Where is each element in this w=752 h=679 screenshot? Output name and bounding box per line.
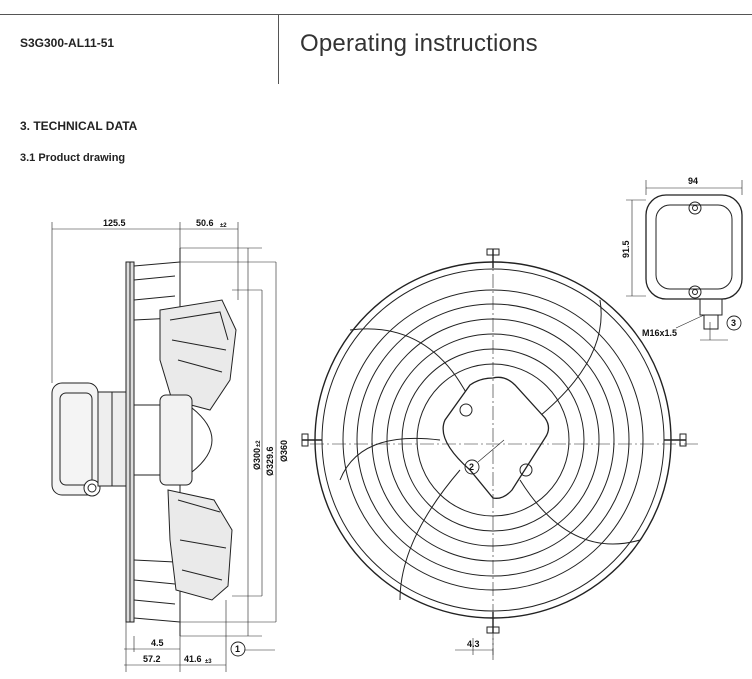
side-view bbox=[51, 248, 237, 636]
dim-depth-front: 50.6 bbox=[196, 218, 214, 228]
terminal-box-view bbox=[645, 194, 743, 330]
dim-box-width: 94 bbox=[688, 176, 698, 186]
dimension-lines bbox=[51, 180, 743, 672]
dim-front-bottom-tol: ±3 bbox=[205, 659, 212, 665]
dim-depth-front-tol: ±2 bbox=[220, 223, 227, 229]
header-rule bbox=[0, 14, 752, 15]
dim-dia-inner-tol: ±2 bbox=[256, 440, 262, 447]
dim-gland: M16x1.5 bbox=[642, 328, 677, 338]
dim-flange: 4.5 bbox=[151, 638, 164, 648]
callout-3: 3 bbox=[731, 318, 736, 328]
dim-front-offset: 4.3 bbox=[467, 639, 480, 649]
dim-dia-outer: Ø360 bbox=[279, 440, 289, 462]
subsection-heading: 3.1 Product drawing bbox=[20, 152, 126, 164]
dim-rear: 57.2 bbox=[143, 654, 161, 664]
dim-dia-mid: Ø329.6 bbox=[265, 446, 275, 476]
section-heading: 3. TECHNICAL DATA bbox=[20, 119, 138, 133]
dim-box-height: 91.5 bbox=[621, 240, 631, 258]
document-title: Operating instructions bbox=[300, 30, 538, 57]
callout-2: 2 bbox=[469, 462, 474, 472]
model-number: S3G300-AL11-51 bbox=[20, 36, 115, 50]
dim-dia-inner: Ø300 bbox=[252, 448, 262, 470]
dim-depth-total: 125.5 bbox=[103, 218, 126, 228]
dim-front-bottom: 41.6 bbox=[184, 654, 202, 664]
callout-1: 1 bbox=[235, 644, 240, 654]
header-separator bbox=[278, 14, 279, 84]
front-view bbox=[301, 248, 700, 660]
